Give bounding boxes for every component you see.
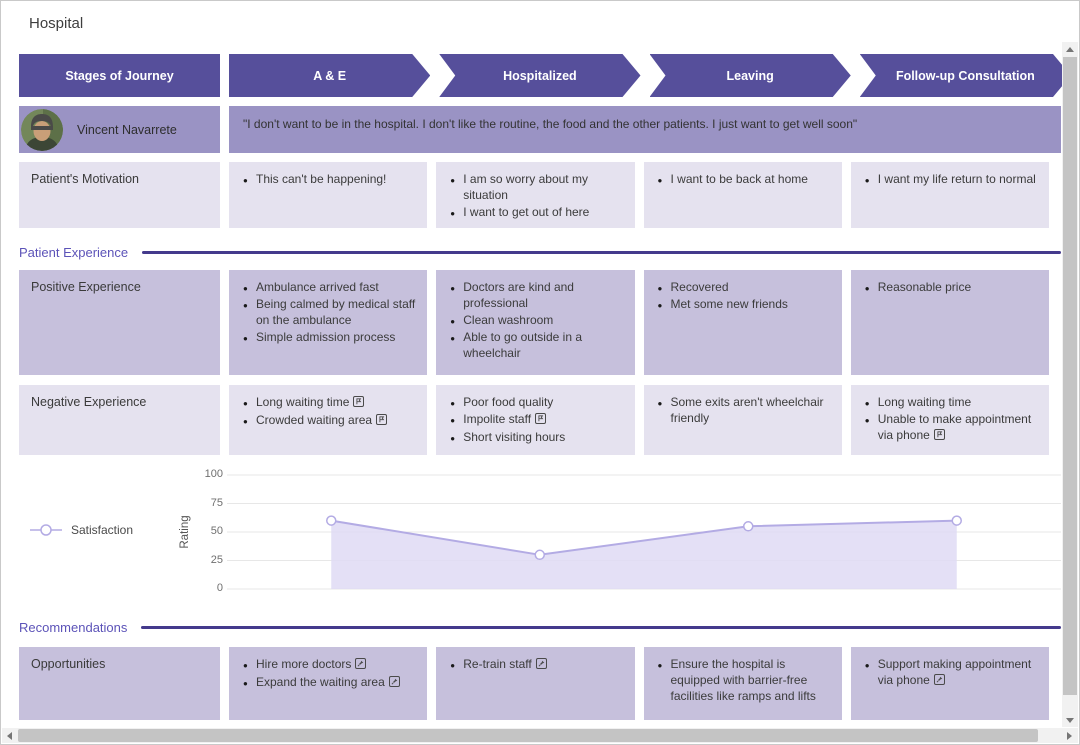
- scroll-left-arrow[interactable]: [2, 728, 16, 743]
- note-flag-icon[interactable]: [535, 412, 547, 428]
- legend-label: Satisfaction: [71, 523, 134, 537]
- row-label-opportunities[interactable]: Opportunities: [19, 647, 220, 720]
- persona-row: Vincent Navarrete "I don't want to be in…: [19, 106, 1061, 153]
- y-tick-label: 25: [210, 553, 223, 566]
- positive-cell-followup[interactable]: Reasonable price: [850, 270, 1049, 375]
- y-tick-label: 50: [210, 525, 223, 537]
- row-label-positive[interactable]: Positive Experience: [19, 270, 220, 375]
- motivation-row: Patient's Motivation This can't be happe…: [19, 162, 1049, 228]
- stages-header-row: Stages of Journey A & E Hospitalized Lea…: [19, 54, 1061, 97]
- note-flag-icon[interactable]: [376, 413, 388, 429]
- note-flag-icon[interactable]: [353, 395, 365, 411]
- negative-cell-followup[interactable]: Long waiting time Unable to make appoint…: [850, 385, 1049, 455]
- negative-row: Negative Experience Long waiting time Cr…: [19, 385, 1049, 455]
- persona-cell[interactable]: Vincent Navarrete: [19, 106, 220, 153]
- opportunities-cell-leaving[interactable]: Ensure the hospital is equipped with bar…: [643, 647, 842, 720]
- opportunities-cell-hospitalized[interactable]: Re-train staff: [436, 647, 635, 720]
- section-title: Recommendations: [19, 619, 128, 635]
- satisfaction-chart: Satisfaction Rating 100 75 50 25 0: [19, 463, 1061, 601]
- page-title: Hospital: [29, 15, 84, 32]
- note-pin-icon[interactable]: [388, 675, 400, 691]
- y-axis-ticks: 100 75 50 25 0: [197, 468, 223, 594]
- scroll-right-arrow[interactable]: [1062, 728, 1076, 743]
- positive-cell-hospitalized[interactable]: Doctors are kind and professional Clean …: [436, 270, 635, 375]
- opportunities-cell-followup[interactable]: Support making appointment via phone: [850, 647, 1049, 720]
- positive-row: Positive Experience Ambulance arrived fa…: [19, 270, 1049, 375]
- section-recommendations: Recommendations: [19, 617, 1061, 637]
- section-title: Patient Experience: [19, 244, 129, 260]
- section-divider-line: [141, 625, 1061, 629]
- stages-of-journey-header[interactable]: Stages of Journey: [19, 54, 220, 97]
- row-label-motivation[interactable]: Patient's Motivation: [19, 162, 220, 228]
- positive-cell-ae[interactable]: Ambulance arrived fast Being calmed by m…: [229, 270, 428, 375]
- section-patient-experience: Patient Experience: [19, 242, 1061, 262]
- stage-header-hospitalized[interactable]: Hospitalized: [439, 54, 640, 97]
- opportunities-row: Opportunities Hire more doctors Expand t…: [19, 647, 1049, 720]
- motivation-cell-hospitalized[interactable]: I am so worry about my situation I want …: [436, 162, 635, 228]
- vertical-scrollbar-thumb[interactable]: [1063, 57, 1077, 695]
- note-flag-icon[interactable]: [933, 428, 945, 444]
- horizontal-scrollbar[interactable]: [2, 728, 1078, 743]
- persona-avatar: [21, 108, 63, 151]
- note-pin-icon[interactable]: [535, 657, 547, 673]
- legend-marker-icon: [30, 524, 62, 536]
- stage-header-ae[interactable]: A & E: [229, 54, 430, 97]
- negative-cell-ae[interactable]: Long waiting time Crowded waiting area: [229, 385, 428, 455]
- note-pin-icon[interactable]: [933, 673, 945, 689]
- y-tick-label: 100: [204, 468, 223, 480]
- vertical-scrollbar[interactable]: [1062, 42, 1078, 727]
- y-axis-label: Rating: [179, 515, 191, 549]
- row-label-negative[interactable]: Negative Experience: [19, 385, 220, 455]
- stage-header-leaving[interactable]: Leaving: [650, 54, 851, 97]
- persona-quote[interactable]: "I don't want to be in the hospital. I d…: [229, 106, 1061, 153]
- negative-cell-leaving[interactable]: Some exits aren't wheelchair friendly: [643, 385, 842, 455]
- satisfaction-plot[interactable]: [227, 470, 1061, 594]
- scroll-down-arrow[interactable]: [1062, 713, 1078, 727]
- y-tick-label: 75: [210, 496, 223, 509]
- section-divider-line: [142, 250, 1061, 254]
- horizontal-scrollbar-thumb[interactable]: [18, 729, 1038, 742]
- chart-legend: Satisfaction: [29, 523, 133, 537]
- persona-name: Vincent Navarrete: [77, 122, 177, 137]
- note-pin-icon[interactable]: [355, 657, 367, 673]
- motivation-cell-followup[interactable]: I want my life return to normal: [850, 162, 1049, 228]
- negative-cell-hospitalized[interactable]: Poor food quality Impolite staff Short v…: [436, 385, 635, 455]
- motivation-cell-leaving[interactable]: I want to be back at home: [643, 162, 842, 228]
- opportunities-cell-ae[interactable]: Hire more doctors Expand the waiting are…: [229, 647, 428, 720]
- positive-cell-leaving[interactable]: Recovered Met some new friends: [643, 270, 842, 375]
- stage-header-followup[interactable]: Follow-up Consultation: [860, 54, 1071, 97]
- motivation-cell-ae[interactable]: This can't be happening!: [229, 162, 428, 228]
- y-tick-label: 0: [216, 582, 223, 594]
- scroll-up-arrow[interactable]: [1062, 42, 1078, 56]
